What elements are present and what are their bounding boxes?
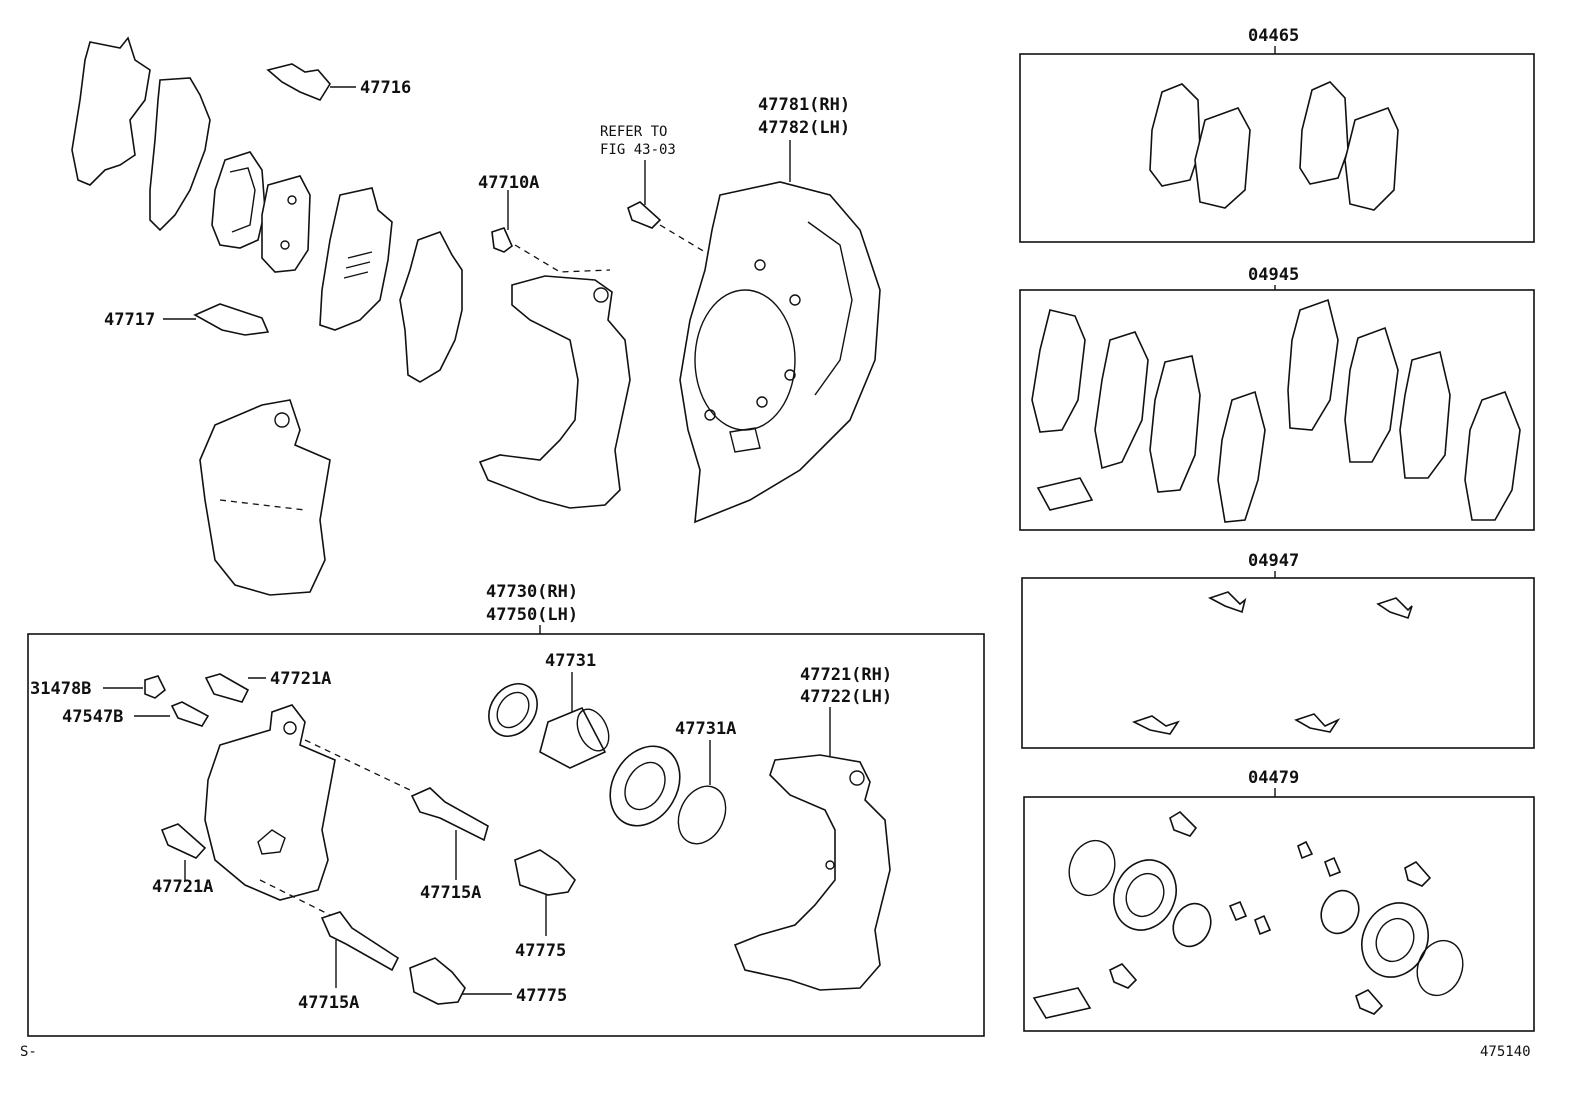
kit-box-04947 [1021,577,1535,749]
label-47716: 47716 [360,78,411,98]
caliper-body-top [199,399,331,596]
bolt-47721A-top [204,673,266,703]
label-31478B: 31478B [30,679,91,699]
bolt-47721A-bottom [160,823,207,880]
label-47722-lh: 47722(LH) [800,687,892,707]
kit-04479-seals [1032,810,1464,1019]
label-47715A-1: 47715A [420,883,481,903]
caliper-mounting-bracket [733,754,891,991]
bleeder-plug-47547B [170,701,210,727]
caliper-cylinder [204,704,411,916]
label-47710A: 47710A [478,173,539,193]
disc-brake-dust-cover [679,140,881,524]
label-kit-04479: 04479 [1248,768,1299,788]
label-kit-04945: 04945 [1248,265,1299,285]
bolt-47710A [491,190,513,253]
label-kit-04947: 04947 [1248,551,1299,571]
piston-seal-ring [488,683,538,737]
brake-pad-1 [211,151,266,249]
label-47731A: 47731A [675,719,736,739]
bolt-refer [627,160,711,256]
pad-support-plate-47716 [266,63,356,101]
anti-squeal-shim-3 [319,187,393,331]
pad-support-plate-47717 [163,303,270,336]
label-47782-lh: 47782(LH) [758,118,850,138]
label-47721A-top: 47721A [270,669,331,689]
piston-47731 [539,706,610,769]
kit-04947-clips [1131,591,1413,735]
kit-box-04479 [1023,796,1535,1032]
label-47781-rh: 47781(RH) [758,95,850,115]
label-47731: 47731 [545,651,596,671]
cylinder-slide-bushing-2 [409,957,512,1005]
label-47715A-2: 47715A [298,993,359,1013]
brake-pad-2 [261,175,311,273]
label-47547B: 47547B [62,707,123,727]
label-fig-ref: FIG 43-03 [600,142,676,158]
bleeder-cap-31478B [144,675,167,699]
kit-04945-shims [1031,298,1521,523]
label-47721A-bottom: 47721A [152,877,213,897]
kit-04465-pads [1149,81,1399,211]
set-ring-47731A [677,785,727,845]
label-47775-1: 47775 [515,941,566,961]
label-47721-rh: 47721(RH) [800,665,892,685]
kit-box-04945 [1019,289,1535,531]
cylinder-boot [609,745,681,827]
slide-pin-47715A-1 [410,787,489,880]
label-kit-04465: 04465 [1248,26,1299,46]
anti-squeal-shim-4 [399,231,463,383]
label-47750-lh: 47750(LH) [486,605,578,625]
mounting-bracket-top [478,244,631,509]
slide-pin-47715A-2 [320,911,400,988]
cylinder-slide-bushing-1 [514,849,576,936]
label-47730-rh: 47730(RH) [486,582,578,602]
label-refer-to: REFER TO [600,124,667,140]
footer-left-code: S- [20,1044,37,1060]
label-47717: 47717 [104,310,155,330]
label-47775-2: 47775 [516,986,567,1006]
caliper-assembly-box [27,633,985,1037]
anti-squeal-shim-outer [71,36,151,186]
anti-squeal-shim-inner [149,77,211,232]
diagram-number: 475140 [1480,1044,1531,1060]
kit-box-04465 [1019,53,1535,243]
